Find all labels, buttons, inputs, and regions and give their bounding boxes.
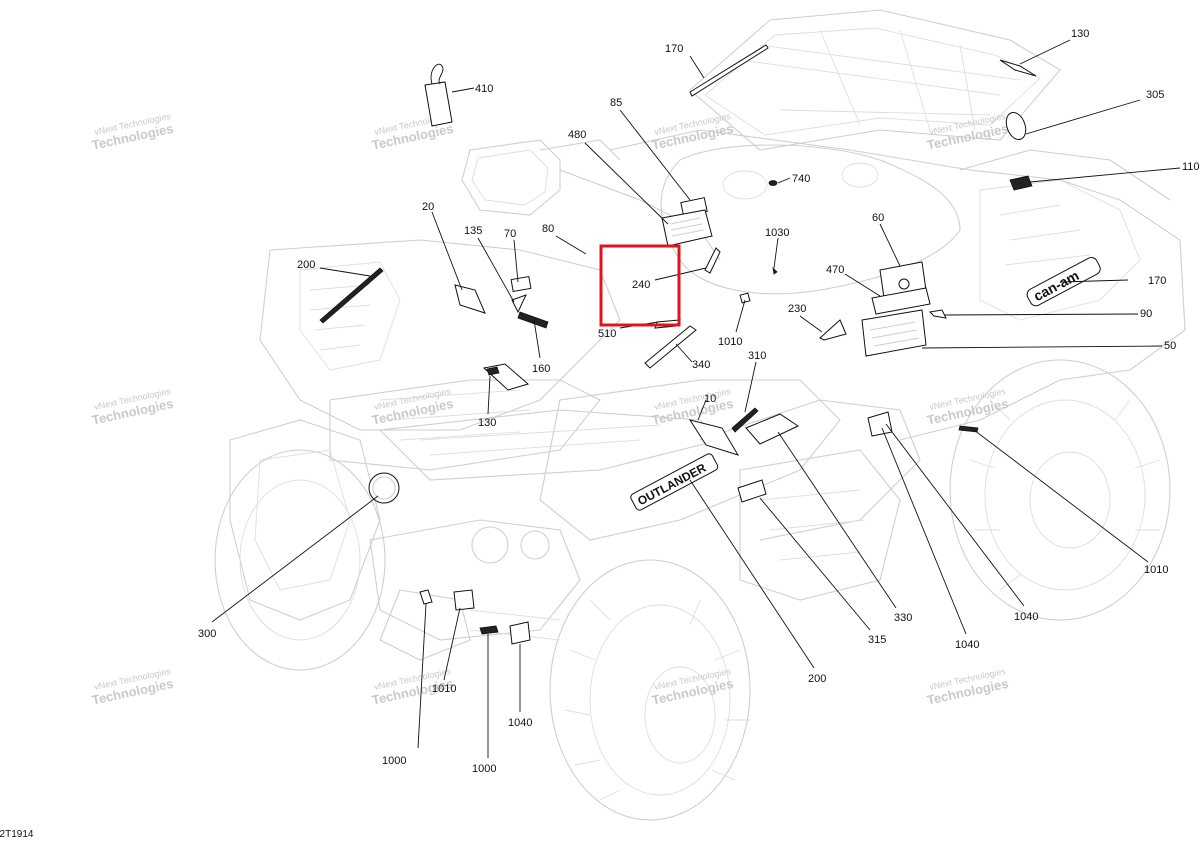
callout-20: 20 xyxy=(422,201,434,213)
panel-330-decal xyxy=(745,413,800,445)
outlander-decal xyxy=(630,453,719,511)
outlander-text: OUTLANDER xyxy=(635,460,708,508)
label-470-decal xyxy=(871,287,931,315)
callout-740: 740 xyxy=(792,173,810,185)
callout-90: 90 xyxy=(1140,308,1152,320)
callout-410: 410 xyxy=(475,83,493,95)
dot-740-decal xyxy=(768,180,778,186)
strip-decal-top xyxy=(689,44,769,97)
callout-470: 470 xyxy=(826,264,844,276)
decal-shapes: can-am OUTLANDER xyxy=(319,44,1101,645)
panel-230-decal xyxy=(819,319,847,341)
callout-1010-lower: 1010 xyxy=(432,683,456,695)
logo-1040-lower-decal xyxy=(509,621,531,645)
strip-340-decal xyxy=(644,325,697,369)
callout-510: 510 xyxy=(598,328,616,340)
callout-1040-lower: 1040 xyxy=(508,717,532,729)
callout-110: 110 xyxy=(1182,161,1200,173)
triangle-135-decal xyxy=(511,294,527,314)
callout-1010-rear: 1010 xyxy=(1144,564,1168,576)
callout-200-side: 200 xyxy=(808,673,826,685)
small-rear-decal xyxy=(1009,175,1033,191)
callout-340: 340 xyxy=(692,359,710,371)
callout-315: 315 xyxy=(868,634,886,646)
badge-160-decal xyxy=(517,311,549,329)
callout-300: 300 xyxy=(198,628,216,640)
tag-1000-decal xyxy=(419,589,433,605)
label-315-decal xyxy=(737,479,767,503)
callout-170-fender: 170 xyxy=(1148,275,1166,287)
callout-50: 50 xyxy=(1164,340,1176,352)
callout-10: 10 xyxy=(704,393,716,405)
callout-230: 230 xyxy=(788,303,806,315)
callout-170-top: 170 xyxy=(665,43,683,55)
callout-1040-rear: 1040 xyxy=(1014,611,1038,623)
callout-480: 480 xyxy=(568,129,586,141)
callout-305: 305 xyxy=(1146,89,1164,101)
dot-1030-decal xyxy=(772,266,778,275)
icon-1010-decal xyxy=(739,292,751,304)
badge-1000-lower-decal xyxy=(479,625,499,635)
rear-stripe-decal xyxy=(999,59,1037,77)
atv-outline xyxy=(214,9,1186,821)
callout-85: 85 xyxy=(610,97,622,109)
callout-80: 80 xyxy=(542,223,554,235)
callout-1010-center: 1010 xyxy=(718,336,742,348)
diagram-code: 32T1914 xyxy=(0,829,34,840)
callout-labels: 410 170 130 305 110 85 480 740 20 135 70… xyxy=(198,28,1200,775)
label-70-decal xyxy=(510,275,532,293)
callout-1040-mid: 1040 xyxy=(955,639,979,651)
callout-330: 330 xyxy=(894,612,912,624)
callout-130-front: 130 xyxy=(478,417,496,429)
callout-135: 135 xyxy=(464,225,482,237)
leader-lines xyxy=(211,39,1181,758)
oval-decal xyxy=(1005,111,1027,141)
strip-90-decal xyxy=(928,309,947,319)
callout-160: 160 xyxy=(532,363,550,375)
callout-240: 240 xyxy=(632,279,650,291)
strip-310-decal xyxy=(731,407,759,433)
selection-highlight-box[interactable] xyxy=(599,244,681,327)
callout-60: 60 xyxy=(872,212,884,224)
callout-1000-center: 1000 xyxy=(472,763,496,775)
hang-tag-decal xyxy=(424,81,453,127)
label-1010-lower-decal xyxy=(453,589,475,611)
callout-1030: 1030 xyxy=(765,227,789,239)
logo-1040-decal xyxy=(867,411,893,437)
stripe-200-decal xyxy=(319,267,384,324)
panel-20-decal xyxy=(454,284,486,314)
card-480-decal xyxy=(661,209,713,247)
strip-240-decal xyxy=(704,247,721,274)
callout-310: 310 xyxy=(748,350,766,362)
callout-70: 70 xyxy=(504,228,516,240)
callout-130-rear: 130 xyxy=(1071,28,1089,40)
callout-1000-left: 1000 xyxy=(382,755,406,767)
panel-10-decal xyxy=(688,419,740,456)
callout-200-front: 200 xyxy=(297,259,315,271)
warning-50-decal xyxy=(861,309,927,357)
